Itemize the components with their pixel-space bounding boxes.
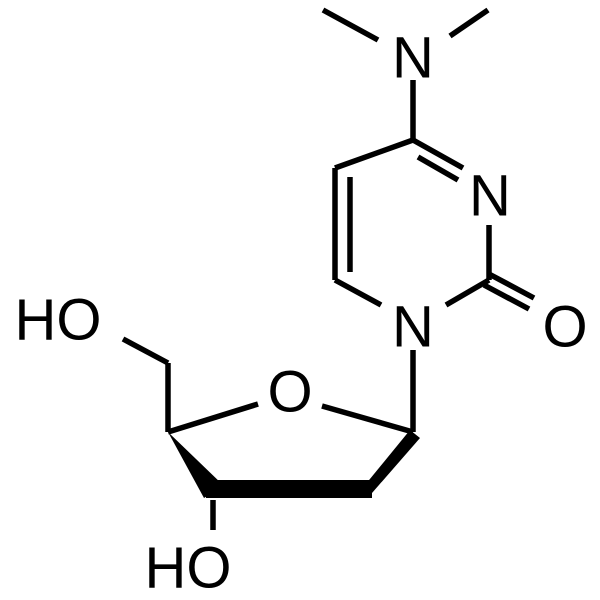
atom-n1: N xyxy=(392,295,434,360)
bond-c5prime-o xyxy=(121,336,170,366)
wedge-c3prime-c2prime xyxy=(206,480,372,498)
bond-c2-o-upper xyxy=(487,271,536,301)
bond-c5-c4 xyxy=(334,137,414,171)
bond-c4-n3-inner xyxy=(416,154,460,183)
atom-oh-3prime: HO xyxy=(145,536,232,600)
atom-o2: O xyxy=(542,295,587,360)
bond-c2-o-lower xyxy=(482,282,531,312)
wedge-c1prime-c2prime xyxy=(365,430,420,493)
bond-o-c4prime xyxy=(167,401,259,435)
atom-o-ring: O xyxy=(267,360,312,425)
bond-n1-c6 xyxy=(333,277,383,308)
atom-n-dimethylamino: N xyxy=(392,26,434,91)
bond-methyl-left xyxy=(321,7,380,43)
atom-n3: N xyxy=(469,164,511,229)
bond-c4-n3-outer xyxy=(411,137,465,171)
bond-c2-n1 xyxy=(444,277,491,308)
atom-oh-5prime: HO xyxy=(15,288,102,353)
bond-methyl-right xyxy=(448,7,490,39)
bond-c1prime-o xyxy=(321,403,414,435)
